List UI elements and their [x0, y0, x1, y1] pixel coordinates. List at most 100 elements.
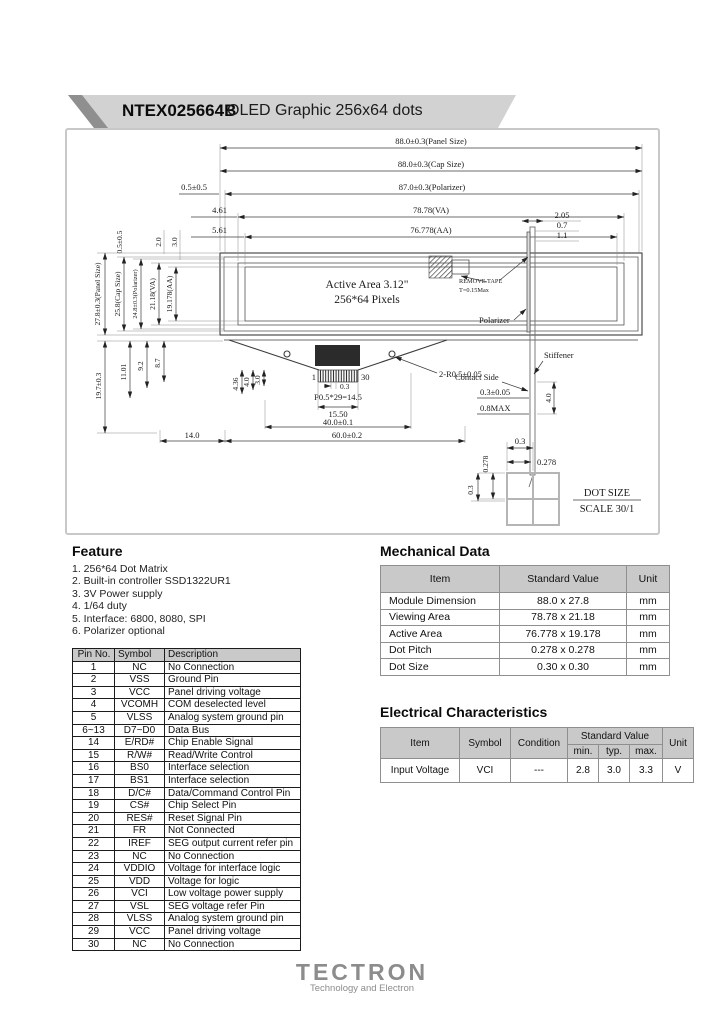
column-header: Unit: [626, 565, 670, 593]
dim-cap-height: 25.8(Cap Size): [113, 271, 122, 316]
side-view: 2.05 0.7 1.1 REMOVE TAPE T=0.15Max Polar…: [455, 210, 581, 488]
table-cell: Panel driving voltage: [164, 925, 301, 939]
table-header-row: Item Standard Value Unit: [380, 565, 670, 593]
table-cell: Not Connected: [164, 824, 301, 838]
table-cell: 27: [72, 899, 115, 914]
active-area-label: Active Area 3.12": [326, 279, 409, 291]
dot-size-scale: SCALE 30/1: [580, 504, 635, 515]
dim-15-50: 15.50: [328, 409, 347, 419]
table-cell: Module Dimension: [380, 592, 500, 610]
table-cell: 18: [72, 786, 115, 801]
driver-ic-chip: [315, 345, 360, 366]
table-cell: 1: [72, 660, 115, 675]
column-header: Item: [380, 565, 500, 593]
table-header-row: Item Symbol Condition Standard Value Uni…: [380, 727, 694, 759]
table-cell: mm: [626, 592, 670, 610]
table-cell: mm: [626, 658, 670, 676]
table-cell: No Connection: [164, 937, 301, 952]
dot-size-detail: 0.3 0.278 0.278 0.3 DOT SIZE SCALE 30/1: [466, 436, 641, 526]
table-cell: ---: [510, 758, 568, 783]
dot-size-title: DOT SIZE: [584, 488, 630, 499]
table-cell: NC: [114, 660, 165, 675]
table-cell: 3: [72, 685, 115, 700]
dim-aa-offset: 5.61: [212, 225, 227, 235]
table-cell: RES#: [114, 811, 165, 826]
table-cell: 30: [72, 937, 115, 952]
table-cell: 16: [72, 761, 115, 775]
table-cell: 26: [72, 887, 115, 901]
table-cell: FR: [114, 824, 165, 838]
column-header: max.: [629, 744, 663, 759]
dot-dim-0-278-top: 0.278: [537, 457, 556, 467]
mechanical-drawing: Active Area 3.12" 256*64 Pixels 1 30 2-R…: [93, 136, 643, 526]
mechanical-data-table: Item Standard Value Unit Module Dimensio…: [380, 565, 670, 676]
bottom-dimensions: 19.7±0.3 11.01 9.2 8.7 4.36 4.0 3.0 0.3 …: [94, 340, 466, 444]
feature-item: 1. 256*64 Dot Matrix: [72, 563, 168, 575]
table-cell: VSL: [114, 899, 165, 914]
column-header: Unit: [662, 727, 694, 759]
table-cell: Viewing Area: [380, 608, 500, 626]
dim-aa-height: 19.178(AA): [165, 275, 174, 312]
column-header: Symbol: [459, 727, 511, 759]
table-cell: Chip Select Pin: [164, 799, 301, 813]
table-cell: CS#: [114, 799, 165, 813]
table-cell: VDDIO: [114, 862, 165, 876]
table-cell: VCI: [459, 758, 511, 783]
table-cell: VCC: [114, 925, 165, 939]
front-view: Active Area 3.12" 256*64 Pixels 1 30 2-R…: [219, 252, 643, 383]
table-cell: 0.30 x 0.30: [499, 658, 627, 676]
pin-30-label: 30: [361, 372, 370, 382]
table-cell: BS1: [114, 773, 165, 788]
table-cell: VDD: [114, 874, 165, 889]
feature-item: 3. 3V Power supply: [72, 587, 163, 600]
dim-8-7: 8.7: [153, 358, 162, 368]
table-cell: 20: [72, 811, 115, 826]
table-cell: 2: [72, 673, 115, 687]
table-cell: Dot Size: [380, 658, 500, 676]
table-cell: Voltage for interface logic: [164, 862, 301, 876]
table-cell: SEG voltage refer Pin: [164, 899, 301, 914]
column-header: Item: [380, 727, 460, 759]
dim-va-offset: 4.61: [212, 205, 227, 215]
dim-top-2: 2.0: [154, 237, 163, 247]
table-cell: 2.8: [567, 758, 599, 783]
table-cell: VLSS: [114, 710, 165, 725]
product-subtitle: OLED Graphic 256x64 dots: [227, 102, 423, 119]
fpc-connector-pins: [317, 369, 359, 383]
dim-polarizer-width: 87.0±0.3(Polarizer): [399, 182, 466, 192]
table-cell: 14: [72, 736, 115, 750]
dim-11-01: 11.01: [119, 363, 128, 380]
dot-dim-0-3-left: 0.3: [466, 485, 475, 495]
dim-3-0: 3.0: [253, 375, 262, 385]
dim-9-2: 9.2: [136, 361, 145, 371]
table-cell: VLSS: [114, 912, 165, 927]
table-cell: 17: [72, 773, 115, 788]
dim-0-3-0-05: 0.3±0.05: [480, 387, 510, 397]
remove-tape-label: REMOVE TAPE: [459, 278, 502, 285]
table-cell: Reset Signal Pin: [164, 811, 301, 826]
table-cell: 6~13: [72, 723, 115, 738]
table-cell: 29: [72, 925, 115, 939]
table-cell: D7~D0: [114, 723, 165, 738]
dim-va-height: 21.18(VA): [148, 278, 157, 310]
feature-item: 6. Polarizer optional: [72, 625, 165, 638]
table-cell: 0.278 x 0.278: [499, 641, 627, 659]
table-cell: COM deselected level: [164, 698, 301, 712]
dim-panel-height: 27.8±0.3(Panel Size): [93, 262, 102, 326]
table-cell: NC: [114, 937, 165, 952]
mechanical-data-heading: Mechanical Data: [380, 543, 490, 559]
dot-dim-0-278-left: 0.278: [481, 455, 490, 472]
